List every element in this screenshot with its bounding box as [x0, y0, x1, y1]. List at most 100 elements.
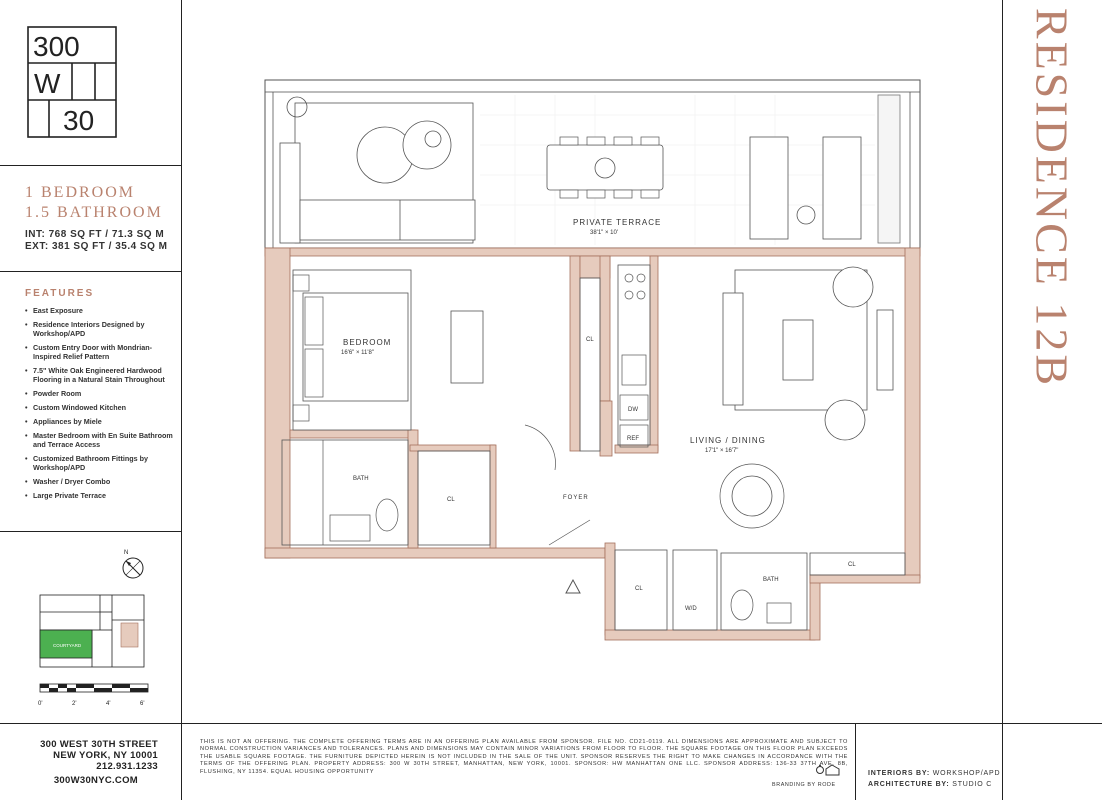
sink-icon [766, 602, 792, 624]
walls [264, 247, 921, 641]
architecture-value: STUDIO C [952, 781, 993, 788]
laundry [672, 549, 718, 631]
feature-item: Appliances by Miele [25, 417, 175, 426]
powder-room [720, 552, 808, 631]
bath2-label: BATH [763, 577, 779, 583]
lounge-chair [749, 136, 789, 240]
address-street: 300 WEST 30TH STREET [40, 739, 158, 750]
logo-w: W [34, 68, 61, 99]
interiors-label: INTERIORS BY: [868, 770, 930, 777]
closet [614, 549, 668, 631]
nightstand [292, 404, 310, 422]
bath-label: BATH [353, 476, 369, 482]
scale-bar: 0' 2' 4' 6' [38, 683, 149, 707]
entry-marker-icon [565, 578, 581, 594]
living-sofa [722, 292, 744, 406]
lounge-chair [822, 136, 862, 240]
scale-label-2: 2' [72, 701, 76, 707]
credits: INTERIORS BY: WORKSHOP/APD ARCHITECTURE … [868, 768, 1000, 790]
washer-dryer-label: W/D [685, 606, 697, 612]
features-title: FEATURES [25, 288, 95, 299]
footer-divider [855, 723, 856, 800]
dishwasher [619, 394, 649, 421]
feature-item: Large Private Terrace [25, 491, 175, 500]
unit-areas: INT: 768 SQ FT / 71.3 SQ M EXT: 381 SQ F… [25, 229, 168, 253]
features-list: East Exposure Residence Interiors Design… [25, 306, 175, 505]
feature-item: Powder Room [25, 389, 175, 398]
compass-north: N [124, 550, 128, 556]
feature-item: East Exposure [25, 306, 175, 315]
compass-icon: N [122, 550, 144, 579]
feature-item: Washer / Dryer Combo [25, 477, 175, 486]
divider-logo [0, 165, 181, 166]
divider-features [0, 531, 181, 532]
closet [417, 450, 491, 546]
logo-30: 30 [63, 105, 94, 136]
bedroom-count: 1 BEDROOM [25, 184, 136, 201]
plant-icon [286, 96, 308, 118]
divider-unit [0, 271, 181, 272]
feature-item: Residence Interiors Designed by Workshop… [25, 320, 175, 338]
feature-item: Master Bedroom with En Suite Bathroom an… [25, 431, 175, 449]
armchair [832, 266, 874, 308]
planter [877, 94, 901, 244]
outdoor-sofa [279, 142, 301, 244]
feature-item: Customized Bathroom Fittings by Workshop… [25, 454, 175, 472]
address-city: NEW YORK, NY 10001 [53, 750, 158, 761]
terrace-dimensions: 38'1" × 10' [590, 230, 618, 236]
private-terrace: PRIVATE TERRACE 38'1" × 10' [264, 79, 921, 249]
terrace-label: PRIVATE TERRACE [573, 218, 661, 227]
terrace-dining-table [546, 144, 664, 191]
scale-label-6: 6' [140, 701, 144, 707]
architecture-label: ARCHITECTURE BY: [868, 781, 950, 788]
scale-label-0: 0' [38, 701, 42, 707]
feature-item: 7.5" White Oak Engineered Hardwood Floor… [25, 366, 175, 384]
feature-item: Custom Windowed Kitchen [25, 403, 175, 412]
toilet-icon [730, 589, 754, 621]
scale-label-4: 4' [106, 701, 110, 707]
address-phone[interactable]: 212.931.1233 [96, 761, 158, 772]
nightstand [292, 274, 310, 292]
logo-300: 300 [33, 31, 80, 62]
courtyard-label: COURTYARD [53, 643, 82, 648]
closet-label: CL [848, 562, 856, 568]
bedroom: BEDROOM 16'6" × 11'8" [292, 269, 484, 431]
kitchen: DW REF [617, 264, 651, 448]
website-link[interactable]: 300W30NYC.COM [53, 775, 138, 786]
primary-bath: BATH [281, 439, 409, 546]
branding-credit: BRANDING BY RODE [772, 782, 836, 788]
right-panel-divider [1002, 0, 1003, 800]
unit-type: 1 BEDROOM 1.5 BATHROOM [25, 183, 163, 223]
residence-title-text: RESIDENCE 12B [1026, 7, 1078, 389]
refrigerator-label: REF [627, 436, 639, 442]
divider-footer [0, 723, 1102, 724]
feature-item: Custom Entry Door with Mondrian-Inspired… [25, 343, 175, 361]
floor-plan: PRIVATE TERRACE 38'1" × 10' BEDROOM 16'6… [264, 79, 921, 641]
toilet-icon [375, 498, 399, 532]
door-swing [524, 424, 556, 471]
orientation-panel: N COURTYARD 0' 2' 4' 6' [38, 550, 149, 707]
closet [809, 552, 906, 576]
interiors-value: WORKSHOP/APD [932, 770, 1001, 777]
hall-closet-label: CL [586, 337, 594, 343]
closet-label: CL [635, 586, 643, 592]
unit-highlight [120, 622, 139, 648]
living-label: LIVING / DINING [690, 436, 766, 445]
living-dimensions: 17'1" × 16'7" [705, 448, 738, 454]
bathroom-count: 1.5 BATHROOM [25, 204, 163, 221]
refrigerator [619, 424, 649, 448]
bedroom-dimensions: 16'6" × 11'8" [341, 350, 374, 356]
accessibility-icons [816, 764, 840, 776]
desk [450, 310, 484, 384]
left-panel-divider [181, 0, 182, 800]
dishwasher-label: DW [628, 407, 638, 413]
dining-rug [719, 463, 785, 529]
kitchen-sink [621, 354, 647, 386]
armchair [824, 399, 866, 441]
coffee-table [782, 319, 814, 381]
building-address: 300 WEST 30TH STREET NEW YORK, NY 10001 … [20, 739, 158, 772]
building-logo: 300 W 30 [27, 26, 117, 138]
residence-title: RESIDENCE 12B [1027, 8, 1078, 388]
dining-table [731, 475, 773, 517]
living-dining: LIVING / DINING 17'1" × 16'7" [690, 266, 894, 529]
